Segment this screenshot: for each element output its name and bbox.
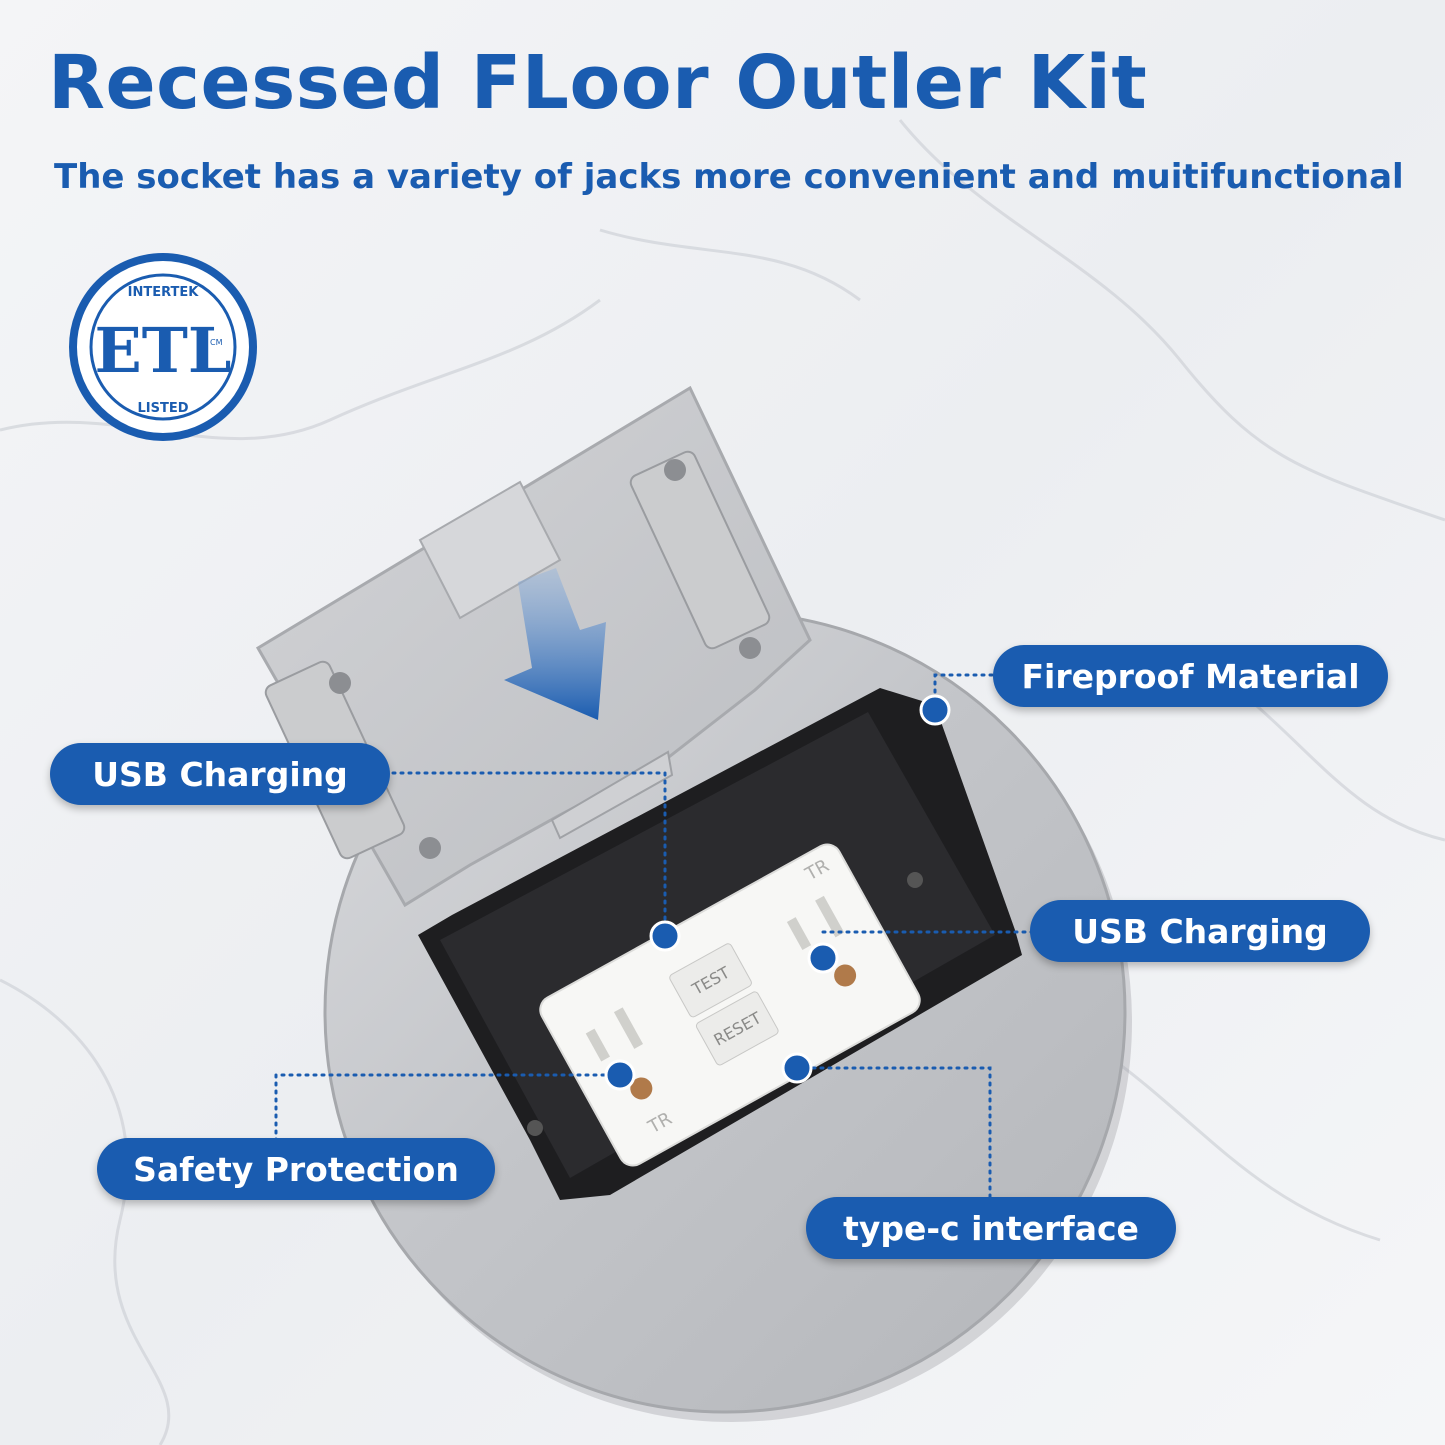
- callout-usb-charging-left: USB Charging: [50, 743, 390, 805]
- right-outlet-slot-bottom: [815, 895, 845, 938]
- callout-safety-protection: Safety Protection: [97, 1138, 495, 1200]
- leader-line-typec: [795, 1066, 992, 1202]
- lid-clip-right: [629, 450, 771, 659]
- callout-dot-usb-left: [649, 920, 681, 952]
- etl-side-text: CM: [210, 338, 223, 347]
- test-button: [669, 943, 752, 1018]
- marble-veins: [0, 119, 1445, 1445]
- etl-listed-seal-icon: ETL INTERTEK LISTED CM: [69, 253, 257, 441]
- callout-dot-fireproof: [919, 694, 951, 726]
- leader-lines: [274, 673, 1057, 1202]
- callout-dot-usb-right: [807, 942, 839, 974]
- gfci-receptacle: TEST RESET TR TR: [539, 843, 921, 1167]
- right-usb-port: [834, 964, 857, 987]
- callout-dot-typec: [781, 1052, 813, 1084]
- leader-line-safety: [274, 1073, 622, 1142]
- lid-latch: [418, 480, 562, 620]
- callout-usb-charging-right: USB Charging: [1030, 900, 1370, 962]
- left-outlet-slot-top: [585, 1028, 610, 1062]
- etl-bottom-text: LISTED: [137, 401, 188, 416]
- etl-mark: ETL: [95, 314, 232, 387]
- leader-line-usb-left: [383, 771, 667, 937]
- down-arrow-icon: [504, 568, 606, 720]
- box-screw: [527, 1120, 543, 1136]
- callout-dot-safety: [604, 1059, 636, 1091]
- left-usb-port: [630, 1077, 653, 1100]
- left-outlet-slot-bottom: [613, 1007, 644, 1049]
- callout-type-c-interface: type-c interface: [806, 1197, 1176, 1259]
- right-outlet-slot-top: [786, 917, 812, 950]
- page-subtitle: The socket has a variety of jacks more c…: [54, 157, 1404, 197]
- etl-top-text: INTERTEK: [128, 285, 200, 300]
- box-screw: [907, 872, 923, 888]
- callout-fireproof-material: Fireproof Material: [993, 645, 1388, 707]
- page-title: Recessed FLoor Outler Kit: [48, 40, 1148, 126]
- reset-button: [695, 991, 779, 1066]
